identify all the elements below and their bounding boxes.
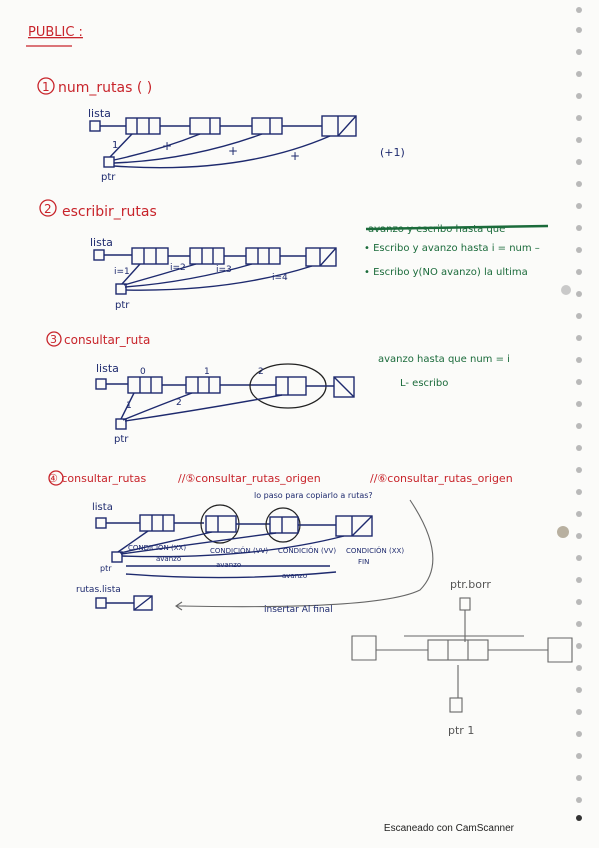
d4-label-2: avanzo (216, 561, 241, 569)
d1-head-box (89, 120, 101, 132)
d1-list-label: lista (88, 107, 111, 120)
linked-list-diagram-2: lista i=1 i=2 i=3 i=4 ptr avanzo y escri… (90, 224, 549, 311)
linked-list-diagram-4: lista lo paso para copiarlo a rutas? ptr… (76, 491, 434, 615)
d4-insert-label: insertar Al final (264, 605, 333, 615)
section-3-number-circle (46, 331, 62, 347)
d3-node-num-0: 0 (140, 367, 146, 377)
d2-note-struck: avanzo y escribo hasta que (368, 224, 505, 235)
d4-label-1: avanzo (156, 555, 181, 563)
d4-node-null (335, 515, 373, 537)
d1-node-1 (125, 117, 161, 135)
d2-node-3 (245, 247, 281, 265)
d4-rutas-box (95, 597, 107, 609)
d4-node-1 (139, 514, 175, 532)
d4-highlight-2 (265, 507, 301, 543)
d5-middle-node (427, 639, 489, 661)
scanner-watermark: Escaneado con CamScanner (383, 823, 514, 834)
d5-bottom-box (449, 697, 463, 713)
section-3-title: consultar_ruta (64, 333, 150, 347)
section-4-part-2: //⑤consultar_rutas_origen (178, 472, 321, 485)
d2-head-box (93, 249, 105, 261)
d4-condition-4: CONDICIÓN (XX) (346, 546, 404, 555)
section-1-number: 1 (42, 80, 50, 94)
d3-note-2: L- escribo (400, 378, 448, 389)
d2-node-1 (131, 247, 169, 265)
d4-node-3 (269, 516, 299, 534)
d4-top-note: lo paso para copiarlo a rutas? (254, 491, 373, 500)
section-2-number-circle (39, 199, 57, 217)
d1-ptr-label: ptr (101, 172, 116, 183)
d3-node-num-2: 2 (258, 367, 264, 377)
d5-bottom-label: ptr 1 (448, 724, 474, 737)
d1-node-null (321, 115, 357, 137)
d3-arrow-num-2: 2 (176, 398, 182, 408)
section-1-title: num_rutas ( ) (58, 80, 152, 96)
d2-ptr-box (115, 283, 127, 295)
d3-note-1: avanzo hasta que num = i (378, 354, 510, 365)
d1-node-2 (189, 117, 221, 135)
d3-node-num-1: 1 (204, 367, 210, 377)
d2-list-label: lista (90, 236, 113, 249)
d2-ptr-label: ptr (115, 300, 130, 311)
d2-counter-1: i=1 (114, 267, 130, 277)
header-label: PUBLIC : (28, 25, 83, 40)
d3-ptr-label: ptr (114, 434, 129, 445)
d1-plus-3: + (290, 149, 300, 163)
section-4-part-1: ④ consultar_rutas (48, 472, 146, 485)
section-2-title: escribir_rutas (62, 204, 157, 220)
d2-node-2 (189, 247, 225, 265)
d2-counter-4: i=4 (272, 273, 288, 283)
section-4-number-circle (48, 470, 64, 486)
d2-counter-2: i=2 (170, 263, 186, 273)
d3-node-3 (275, 376, 307, 396)
d4-head-box (95, 517, 107, 529)
d4-rutas-label: rutas.lista (76, 585, 121, 595)
d5-top-label: ptr.borr (450, 578, 491, 591)
d3-node-1 (127, 376, 163, 394)
linked-list-diagram-1: lista ptr 1 + + + (+1) (88, 107, 405, 183)
d5-top-box (459, 597, 471, 611)
d4-list-label: lista (92, 502, 113, 513)
d1-ptr-box (103, 156, 115, 168)
d2-note-1: • Escribo y avanzo hasta i = num – (364, 243, 540, 254)
section-3-number: 3 (50, 333, 57, 346)
d1-plus-1: + (162, 139, 172, 153)
section-4-part-3: //⑥consultar_rutas_origen (370, 472, 513, 485)
spiral-binding (557, 7, 582, 821)
d4-condition-1: CONDICIÓN (XX) (128, 543, 186, 552)
d2-note-2: • Escribo y(NO avanzo) la ultima (364, 267, 528, 278)
d1-plus-2: + (228, 144, 238, 158)
section-1-number-circle (37, 77, 55, 95)
d1-note: (+1) (380, 146, 405, 159)
d4-label-3: avanzo (282, 572, 307, 580)
linked-list-diagram-3: lista 0 1 2 ptr 1 2 avanzo hasta que num… (95, 354, 510, 445)
d4-ptr-box (111, 551, 123, 563)
pencil-diagram: ptr.borr ptr 1 (351, 578, 573, 737)
d3-node-2 (185, 376, 221, 394)
section-2-number: 2 (44, 202, 52, 216)
d3-ptr-box (115, 418, 127, 430)
d4-condition-3: CONDICIÓN (VV) (278, 546, 336, 555)
d1-start: 1 (112, 140, 118, 151)
d3-arrow-num-1: 1 (126, 401, 132, 411)
d3-list-label: lista (96, 362, 119, 375)
d4-rutas-null (133, 595, 153, 611)
d3-head-box (95, 378, 107, 390)
d4-ptr-label: ptr (100, 564, 112, 573)
d4-node-2 (205, 515, 237, 533)
d1-node-3 (251, 117, 283, 135)
d4-label-4: FIN (358, 558, 369, 566)
d3-node-null (333, 376, 355, 398)
d2-counter-3: i=3 (216, 265, 232, 275)
d4-condition-2: CONDICIÓN (VV) (210, 546, 268, 555)
d2-node-null (305, 247, 337, 267)
